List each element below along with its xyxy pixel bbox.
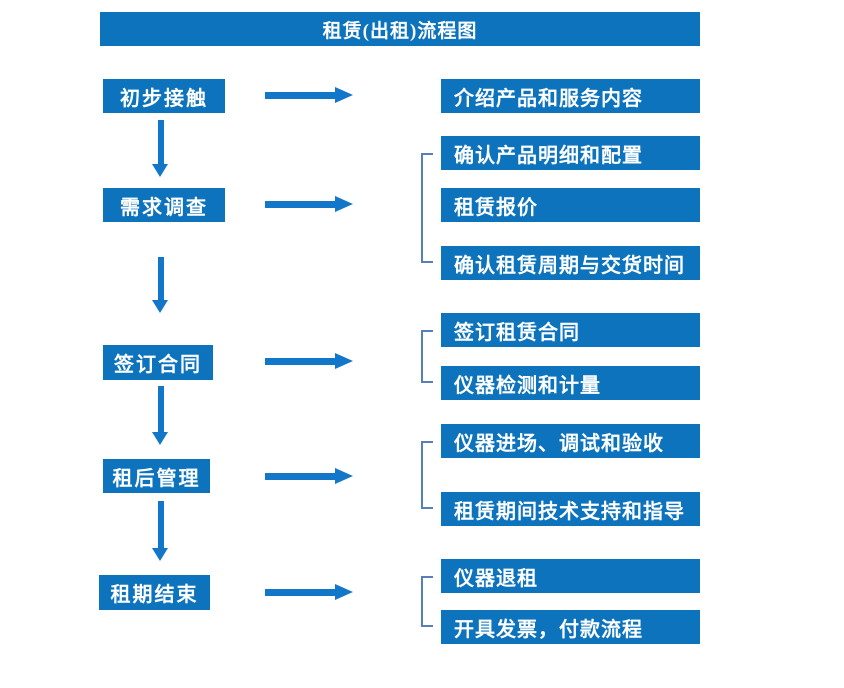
group-bracket-demand-survey — [421, 153, 433, 263]
down-arrow-3 — [152, 386, 169, 445]
arrow-shaft — [265, 472, 335, 480]
right-arrow-rental-end — [265, 584, 353, 600]
detail-box-confirm-product-details-config: 确认产品明细和配置 — [441, 136, 700, 170]
down-arrow-2 — [152, 257, 169, 313]
step-box-rental-end: 租期结束 — [99, 575, 210, 610]
detail-box-rental-quotation: 租赁报价 — [441, 188, 700, 222]
right-arrow-initial-contact — [265, 87, 353, 103]
arrow-head — [335, 196, 353, 212]
step-box-sign-contract: 签订合同 — [103, 345, 213, 380]
arrow-head — [152, 432, 168, 445]
arrow-shaft — [265, 91, 335, 99]
group-bracket-sign-contract — [421, 330, 433, 383]
group-bracket-rental-end — [421, 576, 433, 627]
down-arrow-4 — [152, 501, 169, 561]
arrow-shaft — [265, 200, 335, 208]
arrow-head — [152, 300, 168, 313]
arrow-head — [152, 548, 168, 561]
detail-box-instrument-return: 仪器退租 — [441, 559, 700, 593]
down-arrow-1 — [152, 120, 169, 177]
detail-box-instrument-entry-debug-acceptance: 仪器进场、调试和验收 — [441, 424, 700, 458]
right-arrow-post-rental-management — [265, 468, 353, 484]
detail-box-instrument-testing-metering: 仪器检测和计量 — [441, 366, 700, 400]
step-box-initial-contact: 初步接触 — [103, 79, 225, 113]
arrow-shaft — [265, 357, 335, 365]
chart-title: 租赁(出租)流程图 — [100, 12, 700, 46]
arrow-head — [335, 87, 353, 103]
arrow-head — [335, 584, 353, 600]
arrow-shaft — [157, 120, 164, 164]
arrow-head — [152, 164, 168, 177]
right-arrow-demand-survey — [265, 196, 353, 212]
step-box-demand-survey: 需求调查 — [103, 188, 225, 222]
arrow-shaft — [265, 588, 335, 596]
detail-box-sign-rental-contract: 签订租赁合同 — [441, 313, 700, 347]
arrow-head — [335, 468, 353, 484]
arrow-head — [335, 353, 353, 369]
arrow-shaft — [157, 501, 164, 548]
detail-box-tech-support-guidance: 租赁期间技术支持和指导 — [441, 492, 700, 526]
step-box-post-rental-management: 租后管理 — [103, 459, 210, 493]
group-bracket-post-rental-management — [421, 441, 433, 509]
detail-box-introduce-products-services: 介绍产品和服务内容 — [441, 79, 700, 113]
arrow-shaft — [157, 257, 164, 300]
arrow-shaft — [157, 386, 164, 432]
detail-box-invoice-payment-process: 开具发票，付款流程 — [441, 610, 700, 644]
detail-box-confirm-rental-period-delivery: 确认租赁周期与交货时间 — [441, 246, 700, 280]
right-arrow-sign-contract — [265, 353, 353, 369]
